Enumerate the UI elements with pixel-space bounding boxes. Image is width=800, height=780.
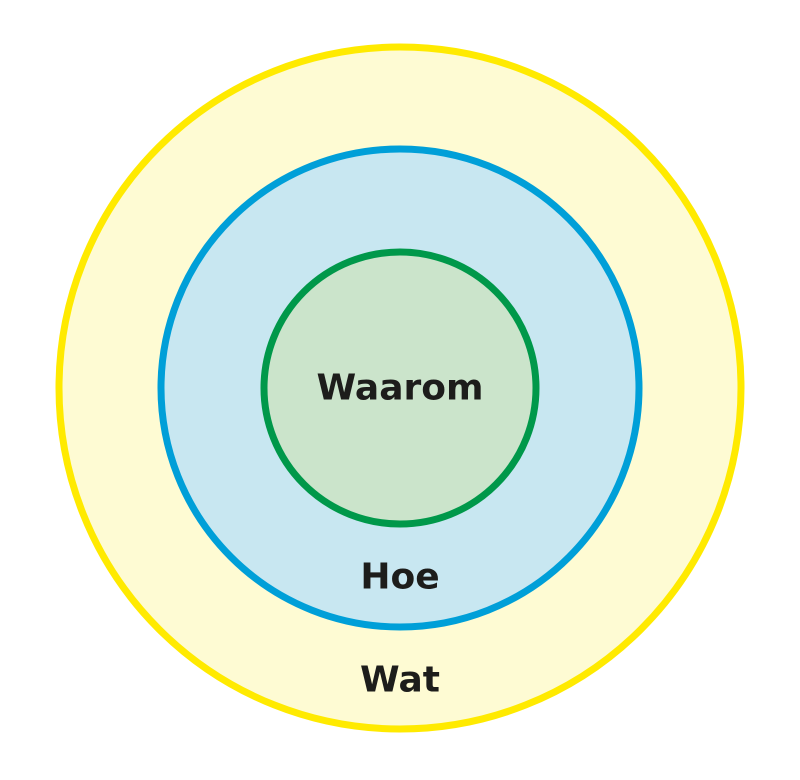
- label-wat: Wat: [360, 660, 440, 701]
- inner-circle-waarom: [260, 248, 540, 528]
- label-waarom: Waarom: [316, 368, 483, 409]
- label-hoe: Hoe: [360, 557, 439, 598]
